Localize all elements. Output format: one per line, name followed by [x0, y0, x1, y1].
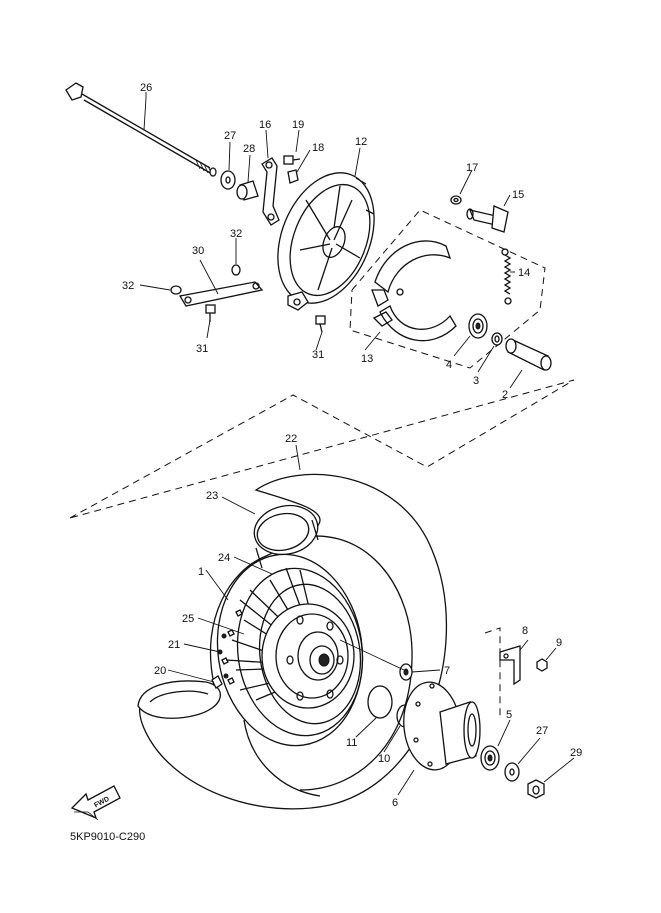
- callout-14: 14: [518, 267, 530, 279]
- nut-32-top: [231, 264, 241, 276]
- washer-17: [450, 195, 462, 205]
- fwd-arrow-icon: FWD: [70, 785, 121, 821]
- callout-28: 28: [243, 143, 255, 155]
- callout-20: 20: [154, 665, 166, 677]
- spring-14: [501, 248, 512, 305]
- callout-13: 13: [361, 353, 373, 365]
- bearing-4: [468, 313, 488, 339]
- washer-27-lower: [504, 762, 520, 782]
- tire-bead-front: [137, 680, 221, 719]
- oil-seal-3: [491, 332, 503, 346]
- callout-8: 8: [522, 625, 528, 637]
- callout-15: 15: [512, 189, 524, 201]
- callout-3: 3: [473, 375, 479, 387]
- spacer-2: [505, 338, 552, 371]
- callout-21: 21: [168, 639, 180, 651]
- callout-30: 30: [192, 245, 204, 257]
- callout-31-left: 31: [196, 343, 208, 355]
- brake-shoe-13: [371, 240, 457, 342]
- callout-labels: 26 27 28 16 19 18 12 17 15 14 32 30 32 3…: [122, 82, 582, 809]
- callout-12: 12: [355, 136, 367, 148]
- callout-26: 26: [140, 82, 152, 94]
- bearing-7: [399, 663, 413, 681]
- callout-19: 19: [292, 119, 304, 131]
- callout-27-lower: 27: [536, 725, 548, 737]
- callout-22: 22: [285, 433, 297, 445]
- callout-27-upper: 27: [224, 130, 236, 142]
- axle-nut-29: [527, 779, 545, 799]
- bolt-31-right: [315, 315, 326, 333]
- brake-camshaft-15: [466, 205, 509, 233]
- callout-11: 11: [346, 737, 357, 749]
- hub-dashed-outline: [484, 627, 501, 718]
- callout-4: 4: [446, 359, 452, 371]
- leader-lines: [139, 92, 575, 796]
- callout-25: 25: [182, 613, 194, 625]
- washer-27: [220, 170, 236, 190]
- bolt-31-left: [205, 304, 216, 322]
- nut-32-left: [170, 285, 182, 295]
- camshaft-lever-16: [261, 157, 280, 226]
- callout-1: 1: [198, 566, 204, 578]
- wheel-hub: [261, 603, 355, 709]
- callout-16: 16: [259, 119, 271, 131]
- valve-20: [211, 675, 223, 689]
- callout-17: 17: [466, 162, 478, 174]
- callout-29: 29: [570, 747, 582, 759]
- nut-9: [536, 658, 548, 672]
- brake-rod-lever-30: [178, 281, 264, 307]
- callout-6: 6: [392, 797, 398, 809]
- o-ring-11: [367, 685, 393, 719]
- indicator-plate-18: [287, 169, 299, 184]
- rubber-band-23: [253, 504, 319, 569]
- callout-5: 5: [506, 709, 512, 721]
- drawing-code: 5KP9010-C290: [70, 831, 145, 843]
- callout-10: 10: [378, 753, 390, 765]
- callout-7: 7: [444, 665, 450, 677]
- callout-24: 24: [218, 552, 230, 564]
- callout-18: 18: [312, 142, 324, 154]
- collar-28: [236, 180, 259, 201]
- callout-31-right: 31: [312, 349, 324, 361]
- callout-32-left: 32: [122, 280, 134, 292]
- clutch-hub-6: [403, 681, 481, 771]
- axle-26: [65, 82, 217, 177]
- callout-23: 23: [206, 490, 218, 502]
- callout-9: 9: [556, 637, 562, 649]
- bearing-5: [480, 745, 500, 771]
- callout-32-top: 32: [230, 228, 242, 240]
- bolt-19: [283, 155, 301, 165]
- brake-assembly-dashed-outline: [69, 379, 575, 519]
- brake-shoe-plate-12: [277, 172, 375, 311]
- plate-8: [499, 645, 521, 686]
- callout-2: 2: [502, 389, 508, 401]
